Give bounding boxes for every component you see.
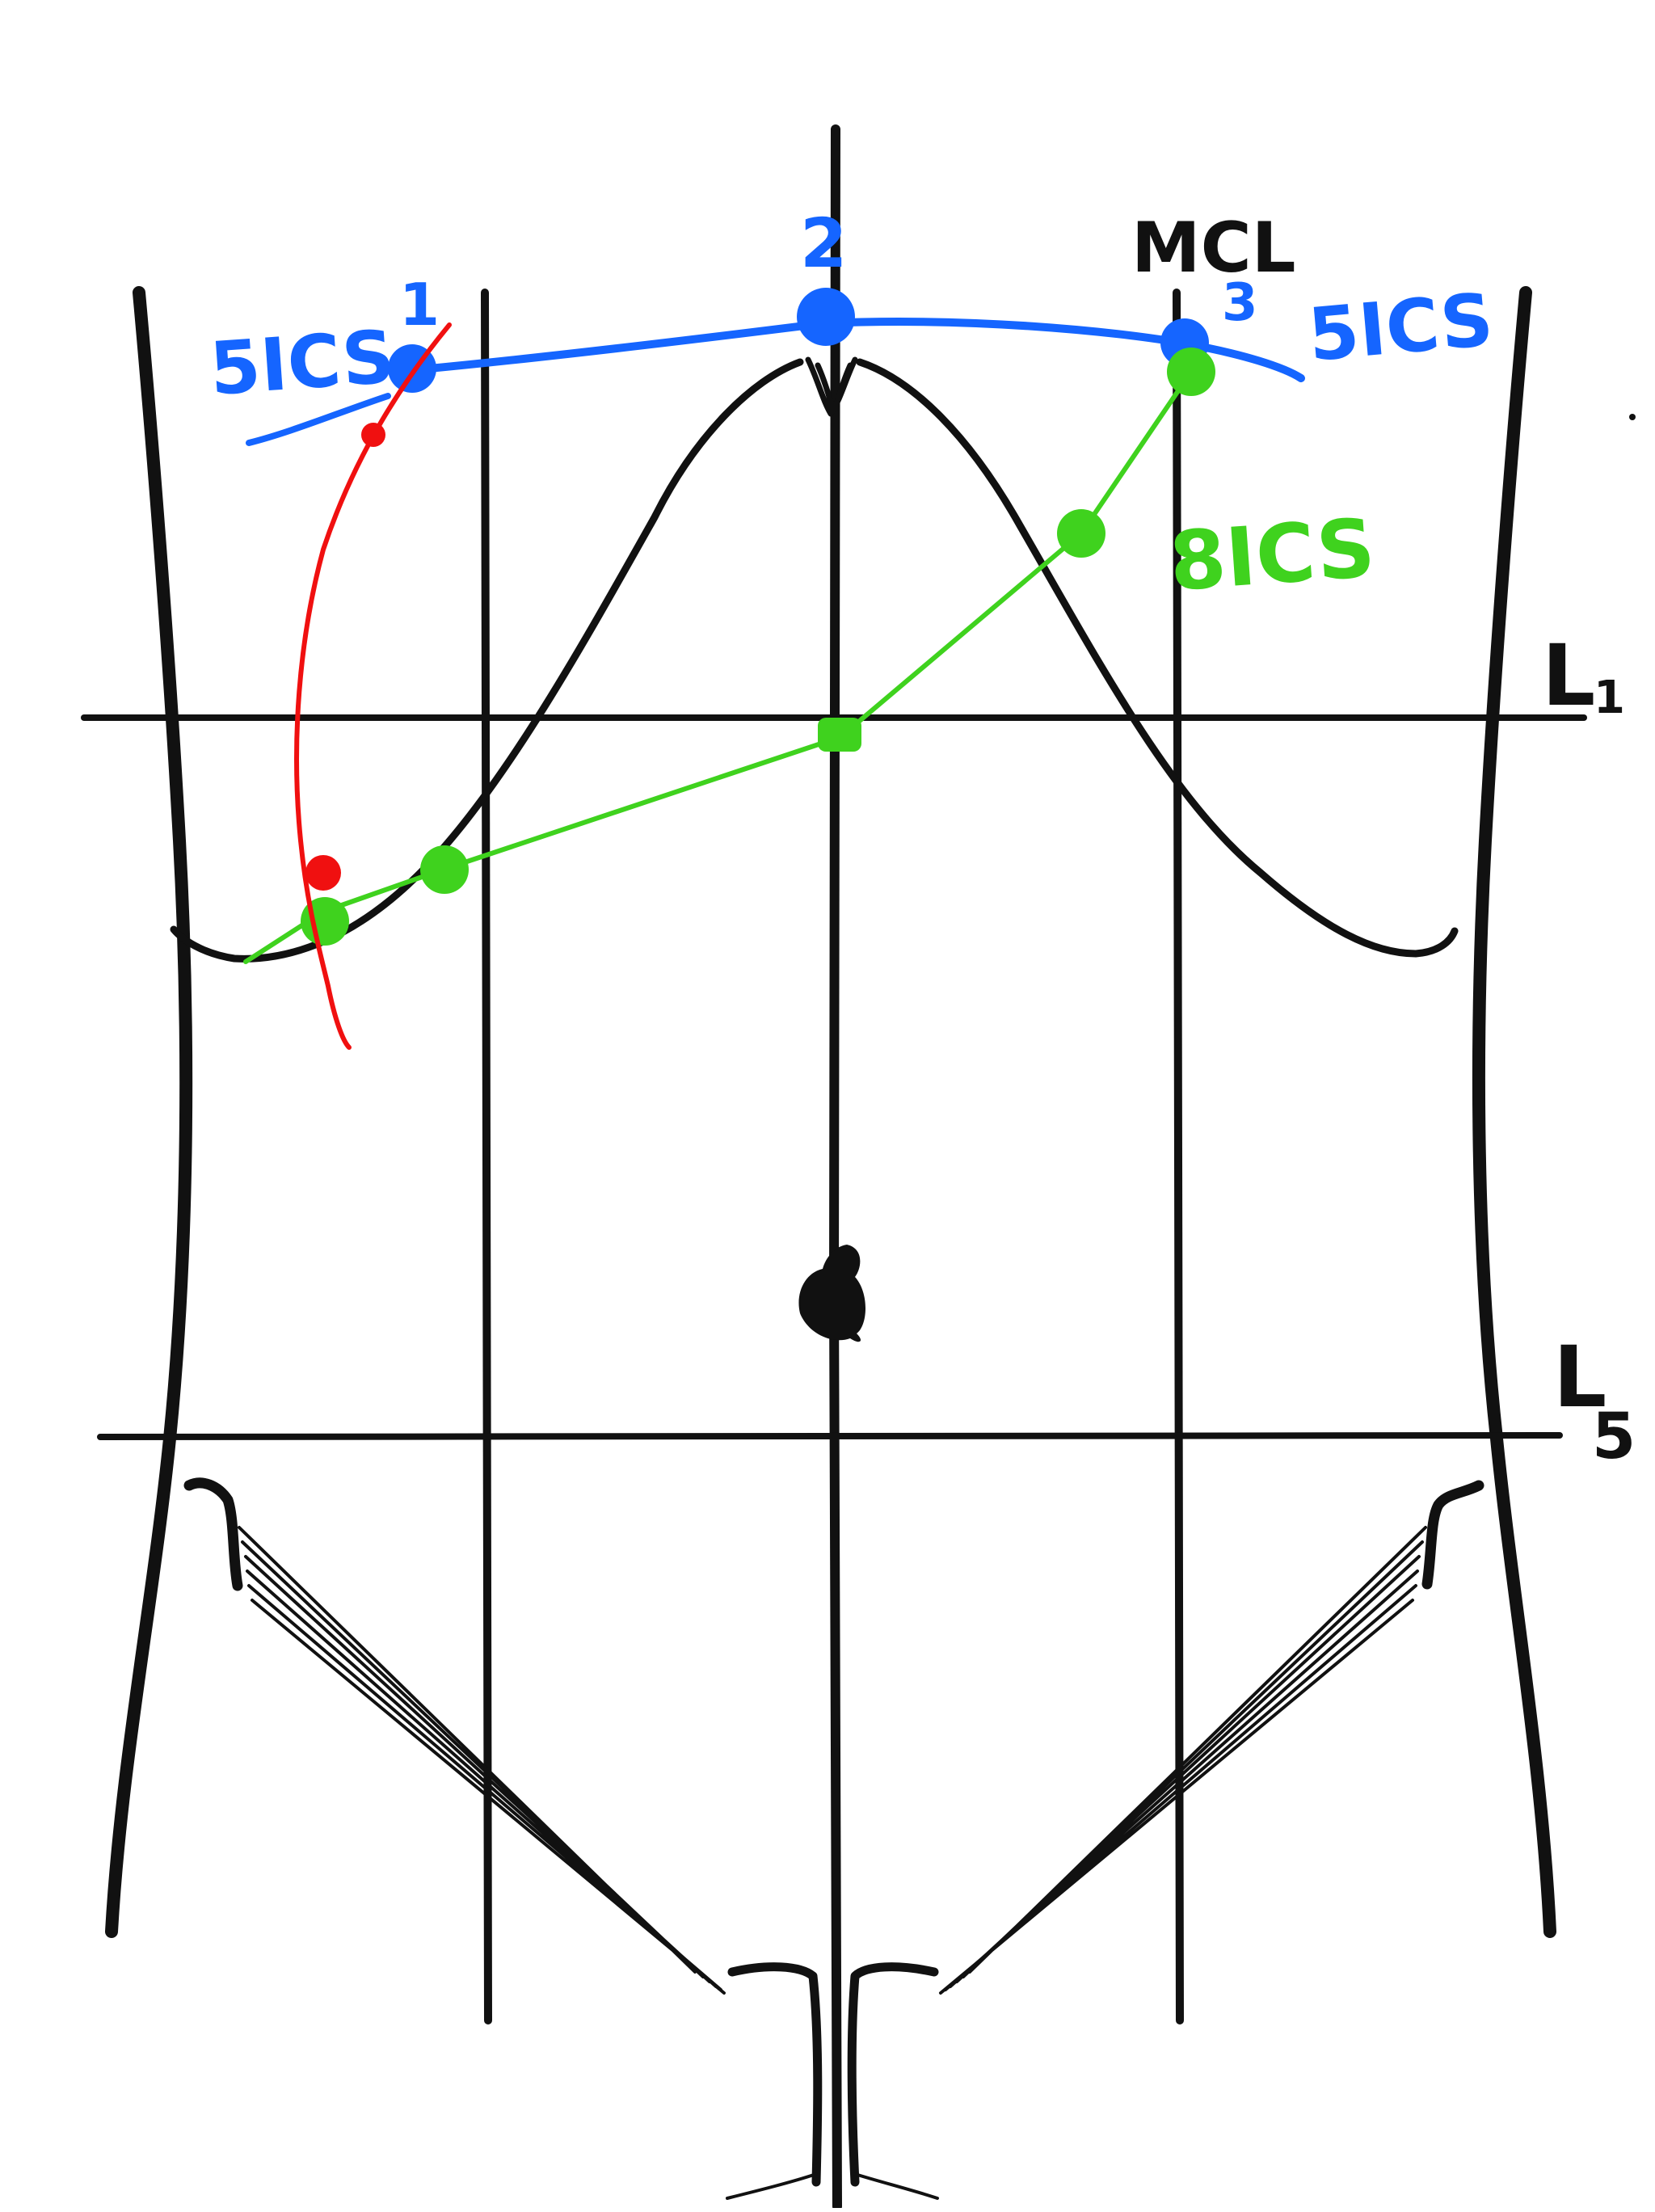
green-point-8ics	[1057, 509, 1105, 558]
body-outline	[105, 286, 1556, 1938]
left-flank-outline	[105, 286, 193, 1938]
fifth-ics-curve	[408, 318, 1305, 382]
xiphoid-process	[805, 356, 858, 417]
pubic-flourish	[726, 2172, 939, 2200]
red-point-lower	[305, 855, 341, 891]
eighth-ics-curve	[243, 369, 1194, 964]
eighth-intercostal-line	[243, 348, 1215, 964]
left-pubic-tubercle	[727, 1962, 823, 2187]
landmark-point-2	[797, 288, 855, 346]
label-l1: L	[1542, 626, 1595, 725]
red-curve	[294, 322, 452, 1050]
costal-margin	[170, 356, 1459, 963]
green-point-costal-1	[420, 845, 469, 894]
right-iliac-crest	[1421, 1480, 1484, 1590]
label-8ics: 8ICS	[1167, 501, 1379, 609]
left-inguinal-ligament	[238, 1526, 726, 1995]
red-point-upper	[361, 423, 385, 447]
label-l5-group: L 5	[1553, 1328, 1636, 1473]
left-iliac-crest	[183, 1477, 243, 1591]
costal-margin-left	[170, 358, 804, 963]
left-midclavicular-line	[481, 289, 492, 2025]
fifth-ics-underline	[246, 393, 391, 446]
label-5ics-left: 5ICS	[207, 314, 397, 412]
l5-horizontal-line	[97, 1432, 1563, 1440]
right-inguinal-ligament	[939, 1526, 1427, 1995]
label-point-1: 1	[399, 271, 440, 339]
label-mcl: MCL	[1131, 208, 1296, 289]
costal-margin-right	[856, 358, 1459, 958]
label-5ics-right: 5ICS	[1305, 277, 1497, 378]
right-flank-outline	[1472, 286, 1556, 1938]
green-point-midline	[818, 718, 861, 752]
label-l5-subscript: 5	[1592, 1401, 1636, 1473]
vertical-reference-lines	[481, 124, 1184, 2211]
label-point-3: 3	[1222, 273, 1258, 333]
inguinal-region	[183, 1477, 1484, 2200]
label-l1-group: L 1	[1542, 626, 1625, 725]
label-point-2: 2	[800, 204, 847, 283]
green-point-sternal	[1167, 348, 1215, 396]
right-midclavicular-line	[1173, 289, 1184, 2025]
right-pubic-tubercle	[847, 1962, 939, 2187]
label-l5: L	[1553, 1328, 1607, 1426]
stray-dot	[1629, 414, 1636, 420]
midline	[829, 124, 842, 2211]
umbilicus	[798, 1245, 865, 1342]
label-l1-subscript: 1	[1594, 672, 1625, 724]
